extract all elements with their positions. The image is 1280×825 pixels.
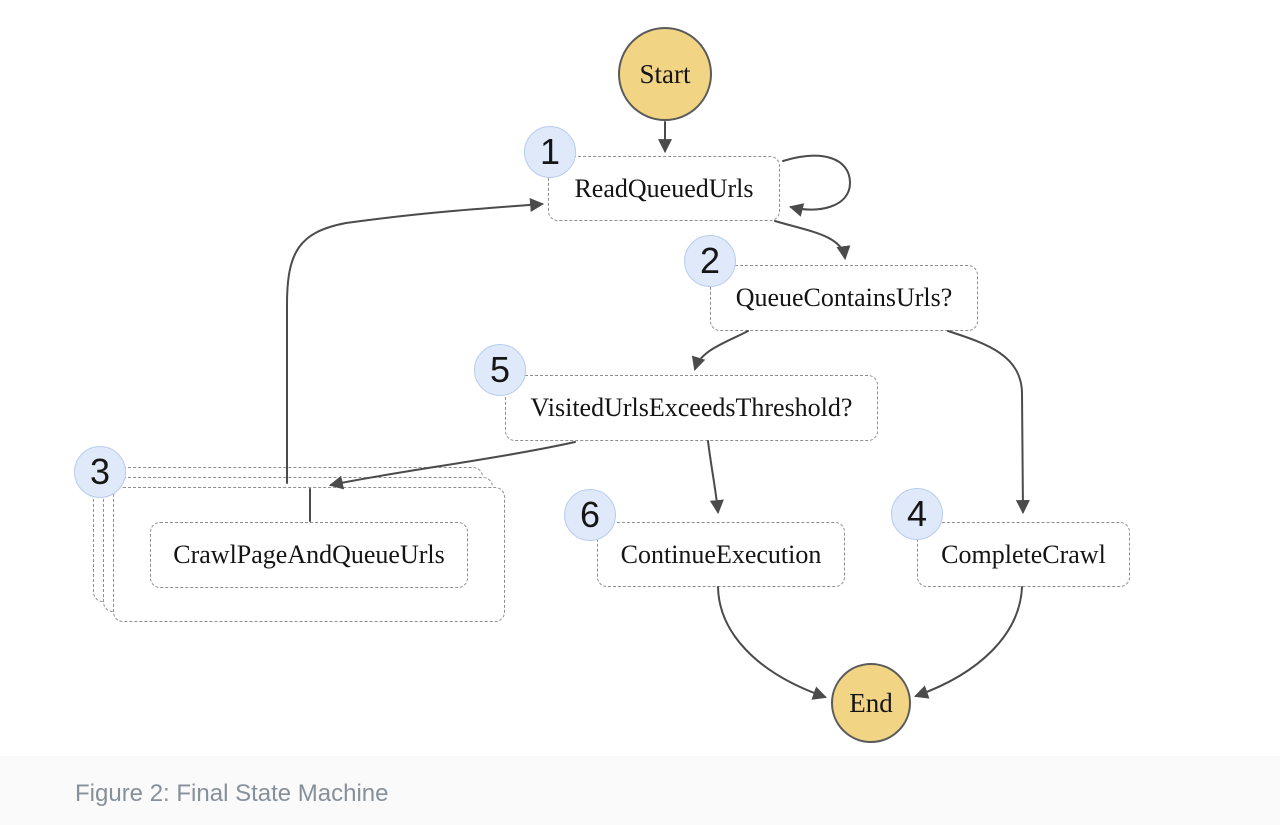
- badge-number: 1: [539, 131, 561, 172]
- badge-number: 3: [89, 451, 111, 492]
- footer-background: [0, 756, 1280, 825]
- badge-number: 2: [699, 240, 721, 281]
- badge-6: 6: [564, 489, 616, 541]
- figure-caption: Figure 2: Final State Machine: [75, 780, 389, 807]
- badge-number: 4: [906, 493, 928, 534]
- state-label: CrawlPageAndQueueUrls: [173, 540, 445, 569]
- badge-5: 5: [474, 344, 526, 396]
- edge-readqueuedurls-self-loop: [782, 154, 852, 217]
- state-continue-execution: ContinueExecution: [597, 522, 845, 587]
- state-label: QueueContainsUrls?: [735, 283, 953, 312]
- state-label: VisitedUrlsExceedsThreshold?: [530, 393, 853, 422]
- badge-4: 4: [891, 488, 943, 540]
- start-label: Start: [639, 58, 691, 89]
- state-label: CompleteCrawl: [941, 539, 1106, 569]
- state-visited-urls-exceeds-threshold: VisitedUrlsExceedsThreshold?: [505, 375, 878, 441]
- state-crawl-page-and-queue-urls: CrawlPageAndQueueUrls: [150, 522, 468, 588]
- state-label: ReadQueuedUrls: [574, 173, 754, 203]
- state-label: ContinueExecution: [620, 539, 822, 569]
- end-node: End: [831, 663, 911, 743]
- state-read-queued-urls: ReadQueuedUrls: [548, 156, 780, 221]
- edge-queuecontainsurls-to-completecrawl: [947, 330, 1030, 515]
- state-queue-contains-urls: QueueContainsUrls?: [710, 265, 978, 331]
- badge-3: 3: [74, 446, 126, 498]
- edge-readqueuedurls-to-queuecontainsurls: [774, 220, 851, 261]
- badge-1: 1: [524, 126, 576, 178]
- edge-completecrawl-to-end: [914, 586, 1023, 699]
- edge-continueexecution-to-end: [717, 586, 827, 700]
- start-node: Start: [618, 27, 712, 121]
- badge-number: 6: [579, 494, 601, 535]
- edge-queuecontainsurls-to-visitedurls: [691, 330, 749, 372]
- state-complete-crawl: CompleteCrawl: [917, 522, 1130, 587]
- badge-number: 5: [489, 349, 511, 390]
- edge-visitedurls-to-continueexecution: [707, 440, 724, 515]
- end-label: End: [849, 687, 893, 718]
- badge-2: 2: [684, 235, 736, 287]
